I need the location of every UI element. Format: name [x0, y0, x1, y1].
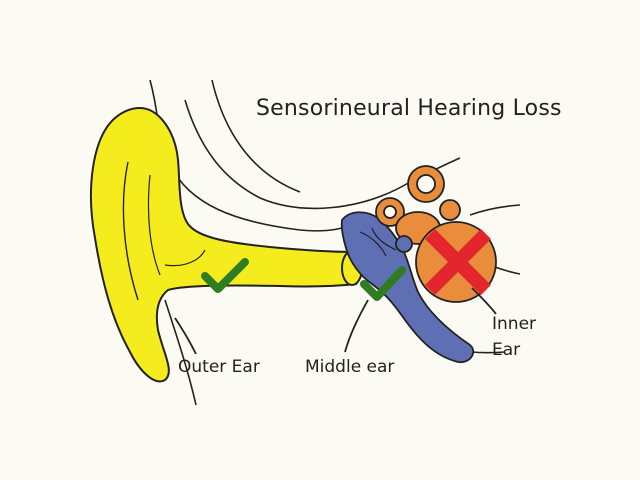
bone-line-right [469, 204, 521, 216]
tragus-line [164, 249, 206, 267]
inner-ear-cross-icon [425, 229, 491, 295]
outer-ear-label: Outer Ear [178, 357, 260, 377]
middle-ear-label: Middle ear [305, 357, 395, 377]
middle-ear-check-icon [360, 266, 406, 301]
skull-contour-upper [184, 99, 411, 210]
middle-ear-cavity [340, 211, 475, 364]
outer-ear [90, 106, 363, 383]
ossicle-line-2 [371, 227, 397, 251]
semicircular-canal-left-hole [383, 205, 397, 219]
semicircular-canal-top-hole [416, 174, 436, 194]
inner-ear-label-line2: Ear [492, 340, 521, 360]
outer-ear-check-icon [201, 258, 249, 293]
canal-upper-contour [169, 164, 361, 232]
inner-ear-label-line1: Inner [492, 314, 537, 334]
inner-ear-leader [471, 287, 497, 315]
diagram-title: Sensorineural Hearing Loss [256, 96, 562, 121]
leader-lines [174, 287, 497, 355]
middle-ear-leader [344, 299, 369, 353]
pinna [90, 106, 357, 383]
neck-contour [164, 299, 197, 406]
head-contours [149, 79, 521, 406]
pinna-fold-line [122, 161, 139, 301]
oval-window [395, 235, 413, 253]
ossicle-line [359, 231, 387, 257]
outer-ear-leader [174, 317, 197, 355]
skull-contour-inner [211, 79, 301, 193]
semicircular-canal-right [439, 199, 461, 221]
pinna-antihelix-line [147, 174, 161, 276]
middle-ear [340, 211, 475, 364]
